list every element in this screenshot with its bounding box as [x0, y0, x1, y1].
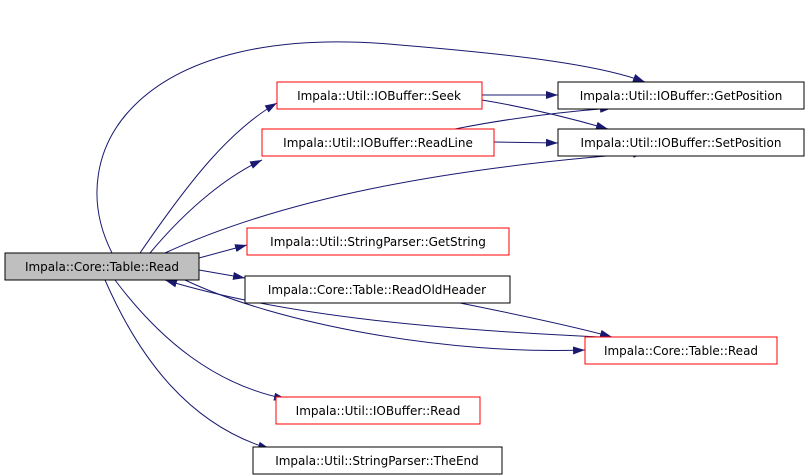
- node-bufferread-box: [275, 396, 481, 425]
- node-root-label: Impala::Core::Table::Read: [25, 260, 179, 274]
- node-tableread-box: [584, 336, 778, 365]
- node-getposition-box: [557, 81, 805, 110]
- node-readline-box: [261, 128, 495, 157]
- edge-root-tableread: [184, 279, 586, 355]
- edge-readoldheader-tableread: [454, 301, 613, 338]
- edges: [96, 41, 646, 450]
- node-tableread[interactable]: Impala::Core::Table::Read: [584, 336, 778, 365]
- node-setposition-label: Impala::Util::IOBuffer::SetPosition: [581, 136, 782, 150]
- node-seek[interactable]: Impala::Util::IOBuffer::Seek: [276, 81, 483, 110]
- node-root-box: [4, 252, 200, 281]
- edge-readline-getposition: [454, 104, 613, 130]
- edge-root-theend: [104, 279, 271, 450]
- node-tableread-label: Impala::Core::Table::Read: [604, 344, 758, 358]
- edge-root-seek: [139, 102, 278, 254]
- edge-root-bufferread: [114, 279, 287, 401]
- node-getposition-label: Impala::Util::IOBuffer::GetPosition: [580, 89, 783, 103]
- edge-root-readline: [149, 159, 263, 254]
- node-readline[interactable]: Impala::Util::IOBuffer::ReadLine: [261, 128, 495, 157]
- node-bufferread-label: Impala::Util::IOBuffer::Read: [296, 404, 461, 418]
- edge-root-setposition: [164, 149, 646, 254]
- node-setposition-box: [557, 128, 805, 157]
- edge-root-getposition: [96, 41, 646, 254]
- node-root[interactable]: Impala::Core::Table::Read: [4, 252, 200, 281]
- edge-readline-setposition: [493, 138, 559, 147]
- node-theend-box: [252, 446, 503, 475]
- node-theend[interactable]: Impala::Util::StringParser::TheEnd: [252, 446, 503, 475]
- node-getstring[interactable]: Impala::Util::StringParser::GetString: [246, 227, 510, 256]
- node-getstring-label: Impala::Util::StringParser::GetString: [270, 235, 486, 249]
- node-readoldheader[interactable]: Impala::Core::Table::ReadOldHeader: [244, 275, 511, 304]
- node-seek-label: Impala::Util::IOBuffer::Seek: [297, 89, 461, 103]
- node-theend-label: Impala::Util::StringParser::TheEnd: [275, 454, 479, 468]
- node-bufferread[interactable]: Impala::Util::IOBuffer::Read: [275, 396, 481, 425]
- edge-root-getstring: [198, 244, 248, 259]
- node-readoldheader-label: Impala::Core::Table::ReadOldHeader: [268, 283, 486, 297]
- node-readoldheader-box: [244, 275, 511, 304]
- edge-root-readoldheader: [198, 269, 246, 280]
- node-setposition[interactable]: Impala::Util::IOBuffer::SetPosition: [557, 128, 805, 157]
- node-getposition[interactable]: Impala::Util::IOBuffer::GetPosition: [557, 81, 805, 110]
- edge-seek-setposition: [481, 99, 609, 130]
- node-getstring-box: [246, 227, 510, 256]
- nodes: Impala::Core::Table::Read Impala::Util::…: [4, 81, 805, 475]
- edge-tableread-root: [164, 279, 601, 338]
- node-seek-box: [276, 81, 483, 110]
- node-readline-label: Impala::Util::IOBuffer::ReadLine: [283, 136, 473, 150]
